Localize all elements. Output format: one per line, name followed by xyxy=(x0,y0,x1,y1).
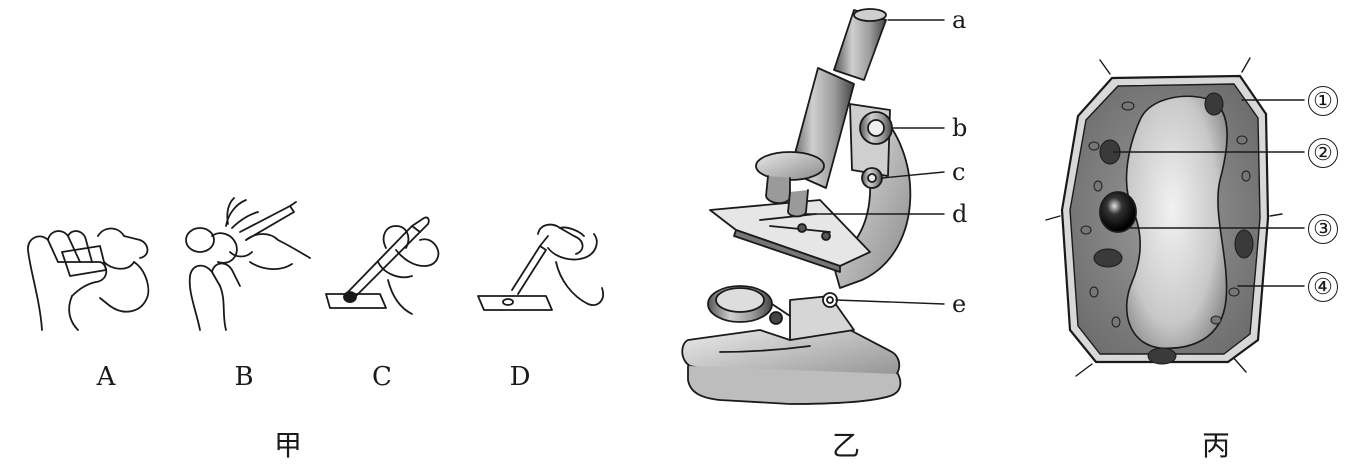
step-label-c: C xyxy=(372,362,392,392)
panel-caption-jia: 甲 xyxy=(273,429,302,462)
panel-caption-bing: 丙 xyxy=(1201,429,1230,462)
step-d-illustration xyxy=(477,223,604,311)
microscope-part-d: d xyxy=(952,200,968,228)
panel-jia-preparation-steps: A B C D 甲 xyxy=(0,0,640,470)
nucleus xyxy=(1099,191,1137,233)
vacuole xyxy=(1125,95,1228,350)
panel-bing-plant-cell: ① ② ③ ④ 丙 xyxy=(1020,0,1360,470)
step-label-b: B xyxy=(234,362,254,392)
microscope-part-c: c xyxy=(952,158,966,186)
step-label-d: D xyxy=(509,362,531,392)
panel-yi-microscope: a b c d e 乙 xyxy=(640,0,1020,470)
microscope-part-b: b xyxy=(952,114,968,142)
plant-cell-drawing xyxy=(1045,57,1305,377)
cell-part-2: ② xyxy=(1308,138,1338,168)
microscope-part-e: e xyxy=(952,290,967,318)
cell-part-1: ① xyxy=(1308,86,1338,116)
step-a-illustration xyxy=(27,227,150,331)
chloroplasts xyxy=(1080,92,1254,365)
plant-cell-leader-lines xyxy=(1113,99,1305,287)
panel-caption-yi: 乙 xyxy=(831,429,860,462)
microscope-leader-lines xyxy=(805,19,945,305)
step-b-illustration xyxy=(185,197,311,331)
microscope-part-a: a xyxy=(952,6,967,34)
cell-part-4: ④ xyxy=(1308,272,1338,302)
step-c-illustration xyxy=(325,216,440,315)
preparation-steps-drawing xyxy=(27,197,604,331)
microscope-body xyxy=(681,8,912,405)
step-label-a: A xyxy=(96,362,116,392)
microscope-drawing xyxy=(681,8,945,405)
neighbouring-cell-walls xyxy=(1045,57,1283,377)
cell-part-3: ③ xyxy=(1308,214,1338,244)
